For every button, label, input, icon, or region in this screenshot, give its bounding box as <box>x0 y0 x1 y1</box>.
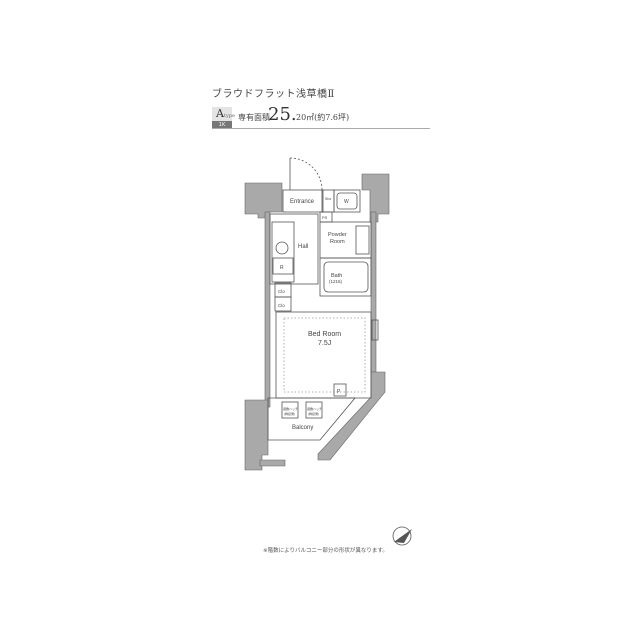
label-balcony-unit-2a: 避難ハッチ <box>307 406 322 411</box>
header-rule <box>212 128 430 129</box>
walls <box>244 173 390 471</box>
label-bath-2: (1216) <box>329 279 343 284</box>
label-powder-2: Room <box>330 239 345 245</box>
label-ps: PS <box>322 215 328 220</box>
label-closet-1: Clo <box>278 289 285 294</box>
type-sub: type <box>223 113 235 119</box>
label-bath-1: Bath <box>331 273 342 279</box>
label-balcony-unit-1a: 避難ハッチ <box>283 406 298 411</box>
area-label: 専有面積 <box>238 113 270 122</box>
room-labels: Entrance Sho W PS Hall Powder Room Bath … <box>278 197 349 431</box>
footer-note: ※階数によりバルコニー部分の形状が異なります。 <box>263 548 388 554</box>
label-refrigerator: R <box>280 265 284 271</box>
area-unit: 20㎡(約7.6坪) <box>296 113 350 122</box>
label-pipe-space: P <box>337 389 341 395</box>
type-badge: Atype 1K <box>212 107 235 129</box>
interior-lines <box>267 157 379 441</box>
type-code: Atype <box>212 107 235 121</box>
building-name: ブラウドフラット浅草橋Ⅱ <box>212 89 335 100</box>
label-powder-1: Powder <box>328 232 347 238</box>
label-hall: Hall <box>298 244 308 250</box>
label-balcony-unit-1b: (隣接側) <box>284 411 295 416</box>
label-washer: W <box>344 199 349 205</box>
label-entrance: Entrance <box>290 199 315 205</box>
label-shoe-cabinet: Sho <box>325 197 331 201</box>
label-bedroom-2: 7.5J <box>318 340 331 347</box>
area-value: 25. <box>268 104 297 125</box>
layout-type: 1K <box>212 121 232 129</box>
label-closet-2: Clo <box>278 303 285 308</box>
label-balcony: Balcony <box>292 425 313 431</box>
label-bedroom-1: Bed Room <box>308 331 341 338</box>
compass-icon <box>392 526 412 546</box>
label-balcony-unit-2b: (隣接側) <box>308 411 319 416</box>
